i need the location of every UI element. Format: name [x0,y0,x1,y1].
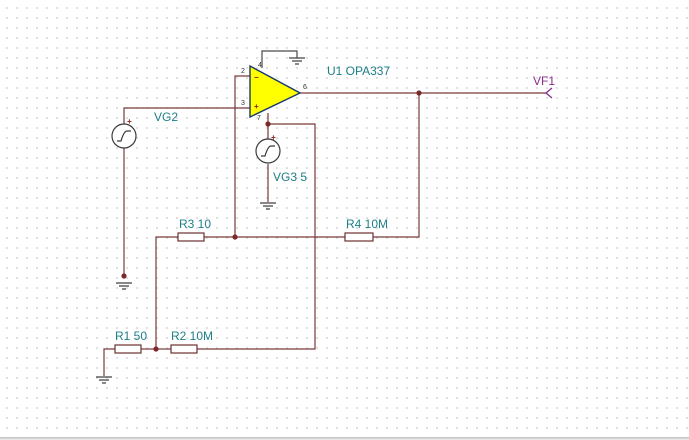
resistor-icon [170,344,198,354]
r3-label: R3 10 [179,217,211,231]
resistor-icon [344,232,374,242]
ground-icon [96,376,112,384]
opamp-label: U1 OPA337 [327,64,390,78]
pin-label-vneg: 4 [258,62,262,69]
wire-vg2-to-noninv[interactable] [123,107,250,125]
voltage-source-icon [255,138,281,164]
pin-label-vpos: 7 [257,115,261,122]
resistor-r3[interactable]: R3 10 [177,217,211,242]
wire-r4-to-output[interactable] [373,93,420,238]
wires [103,50,546,376]
wire-r1-to-ground[interactable] [103,348,115,376]
junction-inv [232,234,238,240]
opamp-minus-sign: − [254,73,259,82]
window-bottom-edge [0,437,689,440]
resistor-r1[interactable]: R1 50 [114,329,147,354]
vg2-plus-sign: + [127,117,132,126]
junction-supply [265,121,271,127]
pin-label-inv: 2 [241,68,245,75]
ground-icon [116,282,132,290]
ground-node-dot [121,273,127,279]
ground-vg2[interactable] [116,273,132,290]
resistor-r4[interactable]: R4 10M [344,217,388,242]
output-vf1[interactable]: VF1 [533,74,555,99]
ground-top[interactable] [289,57,305,65]
source-vg2[interactable]: + VG2 [111,110,178,149]
vg3-plus-sign: + [271,133,276,142]
vg3-label: VG3 5 [273,170,307,184]
r2-label: R2 10M [171,329,213,343]
r4-label: R4 10M [346,217,388,231]
junctions [153,90,422,352]
voltage-source-icon [111,123,137,149]
output-terminal-icon [544,87,553,99]
opamp-u1[interactable]: − + 2 3 6 4 7 U1 OPA337 [241,62,390,122]
resistor-icon [177,232,205,242]
resistor-r2[interactable]: R2 10M [170,329,213,354]
opamp-triangle-icon [249,64,302,119]
junction-output [416,90,422,96]
wire-vneg-to-ground[interactable] [261,50,298,68]
vf1-label: VF1 [533,74,555,88]
wire-r3-to-r1r2[interactable] [155,236,178,349]
resistor-icon [114,344,142,354]
wire-r2-loop[interactable] [197,123,316,350]
r1-label: R1 50 [115,329,147,343]
source-vg3[interactable]: + VG3 5 [255,133,307,184]
pin-label-out: 6 [303,84,307,91]
ground-r1[interactable] [96,376,112,384]
ground-icon [260,202,276,210]
vg2-label: VG2 [154,110,178,124]
ground-icon [289,57,305,65]
ground-vg3[interactable] [260,202,276,210]
opamp-plus-sign: + [254,102,259,111]
pin-label-noninv: 3 [241,100,245,107]
junction-r1r2 [153,346,159,352]
wire-inv-input[interactable] [234,75,250,237]
